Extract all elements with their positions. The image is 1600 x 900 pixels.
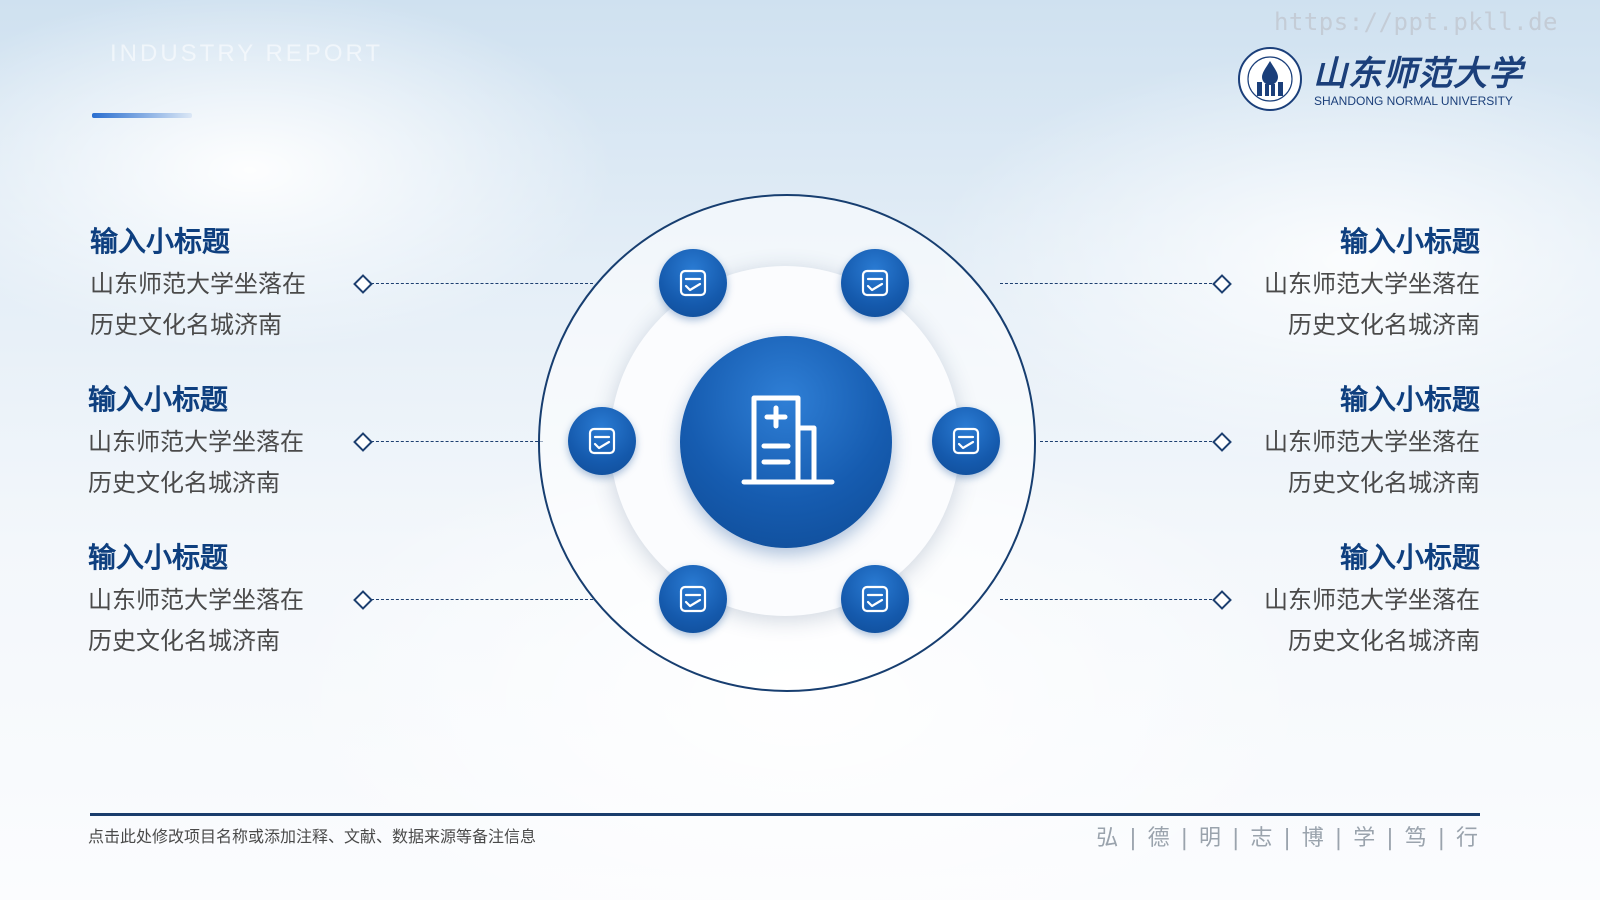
footer-divider: [90, 813, 1480, 816]
left-item-1: 输入小标题 山东师范大学坐落在 历史文化名城济南: [90, 220, 350, 346]
university-name-en: SHANDONG NORMAL UNIVERSITY: [1314, 94, 1513, 108]
right-item-3: 输入小标题 山东师范大学坐落在 历史文化名城济南: [1220, 536, 1480, 662]
item-title: 输入小标题: [88, 541, 229, 574]
item-text-line1: 山东师范大学坐落在: [1264, 270, 1480, 298]
footer-note[interactable]: 点击此处修改项目名称或添加注释、文献、数据来源等备注信息: [88, 827, 537, 846]
right-item-2: 输入小标题 山东师范大学坐落在 历史文化名城济南: [1220, 378, 1480, 504]
node-top-left: [659, 249, 727, 317]
item-text-line2: 历史文化名城济南: [88, 469, 280, 497]
connector-right-2: [1040, 432, 1232, 452]
node-middle-right: [932, 407, 1000, 475]
item-text-line2: 历史文化名城济南: [1288, 627, 1480, 655]
node-top-right: [841, 249, 909, 317]
university-emblem-icon: [1238, 47, 1302, 111]
connector-right-1: [1000, 274, 1232, 294]
title-accent-bar: [92, 113, 192, 118]
node-bottom-left: [659, 565, 727, 633]
item-text-line2: 历史文化名城济南: [88, 627, 280, 655]
item-text-line2: 历史文化名城济南: [1288, 311, 1480, 339]
checklist-icon: [588, 427, 616, 455]
item-text-line2: 历史文化名城济南: [1288, 469, 1480, 497]
item-text-line1: 山东师范大学坐落在: [1264, 586, 1480, 614]
connector-left-3: [353, 590, 595, 610]
node-middle-left: [568, 407, 636, 475]
building-icon: [741, 395, 835, 485]
item-text-line1: 山东师范大学坐落在: [90, 270, 306, 298]
connector-right-3: [1000, 590, 1232, 610]
university-logo: 山东师范大学 SHANDONG NORMAL UNIVERSITY: [1237, 44, 1527, 120]
checklist-icon: [861, 269, 889, 297]
checklist-icon: [679, 269, 707, 297]
faint-page-title: INDUSTRY REPORT: [110, 40, 384, 67]
university-motto: 弘 | 德 | 明 | 志 | 博 | 学 | 笃 | 行: [1096, 826, 1480, 851]
item-title: 输入小标题: [1339, 383, 1480, 416]
item-title: 输入小标题: [88, 383, 229, 416]
watermark-url: https://ppt.pkll.de: [1273, 8, 1558, 36]
item-text-line1: 山东师范大学坐落在: [88, 428, 304, 456]
item-title: 输入小标题: [90, 225, 231, 258]
item-title: 输入小标题: [1339, 225, 1480, 258]
center-disc: [680, 336, 892, 548]
left-item-3: 输入小标题 山东师范大学坐落在 历史文化名城济南: [88, 536, 348, 662]
item-title: 输入小标题: [1339, 541, 1480, 574]
connector-left-2: [353, 432, 545, 452]
item-text-line1: 山东师范大学坐落在: [88, 586, 304, 614]
checklist-icon: [952, 427, 980, 455]
connector-left-1: [353, 274, 595, 294]
center-diagram: [538, 194, 1038, 694]
item-text-line1: 山东师范大学坐落在: [1264, 428, 1480, 456]
checklist-icon: [861, 585, 889, 613]
node-bottom-right: [841, 565, 909, 633]
university-name-cn: 山东师范大学: [1313, 54, 1523, 94]
item-text-line2: 历史文化名城济南: [90, 311, 282, 339]
left-item-2: 输入小标题 山东师范大学坐落在 历史文化名城济南: [88, 378, 348, 504]
checklist-icon: [679, 585, 707, 613]
right-item-1: 输入小标题 山东师范大学坐落在 历史文化名城济南: [1220, 220, 1480, 346]
